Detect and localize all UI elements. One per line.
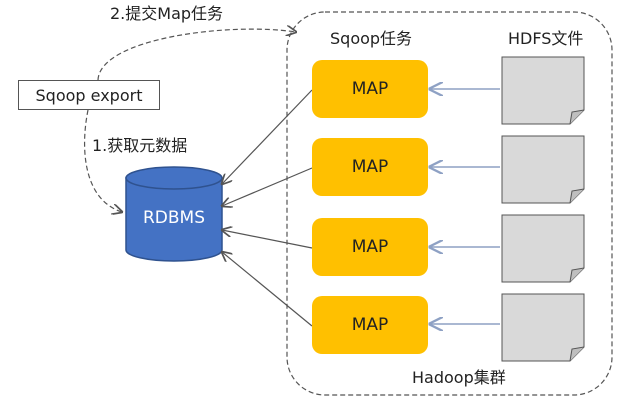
map-task-box: MAP bbox=[312, 218, 428, 276]
hdfs-file-icon bbox=[501, 214, 585, 283]
hadoop-cluster-label: Hadoop集群 bbox=[412, 368, 506, 387]
hadoop-cluster-boundary bbox=[286, 11, 613, 396]
hdfs-file-icon bbox=[501, 293, 585, 362]
hdfs-file-icon bbox=[501, 56, 585, 125]
map-to-db-arrow bbox=[222, 230, 313, 249]
rdbms-label: RDBMS bbox=[142, 208, 206, 228]
sqoop-export-box: Sqoop export bbox=[18, 80, 160, 110]
hdfs-file-label: HDFS文件 bbox=[508, 29, 584, 48]
map-task-box: MAP bbox=[312, 60, 428, 118]
map-to-db-arrow bbox=[222, 252, 313, 327]
map-to-db-arrow bbox=[222, 89, 313, 184]
fetch-metadata-arrow bbox=[83, 109, 122, 212]
fetch-metadata-label: 1.获取元数据 bbox=[92, 136, 188, 155]
hdfs-file-icon bbox=[501, 135, 585, 204]
submit-task-arrow bbox=[97, 29, 296, 81]
map-task-box: MAP bbox=[312, 296, 428, 354]
map-task-box: MAP bbox=[312, 138, 428, 196]
sqoop-task-label: Sqoop任务 bbox=[330, 29, 413, 48]
map-to-db-arrow bbox=[222, 167, 313, 206]
submit-map-task-label: 2.提交Map任务 bbox=[110, 4, 224, 23]
